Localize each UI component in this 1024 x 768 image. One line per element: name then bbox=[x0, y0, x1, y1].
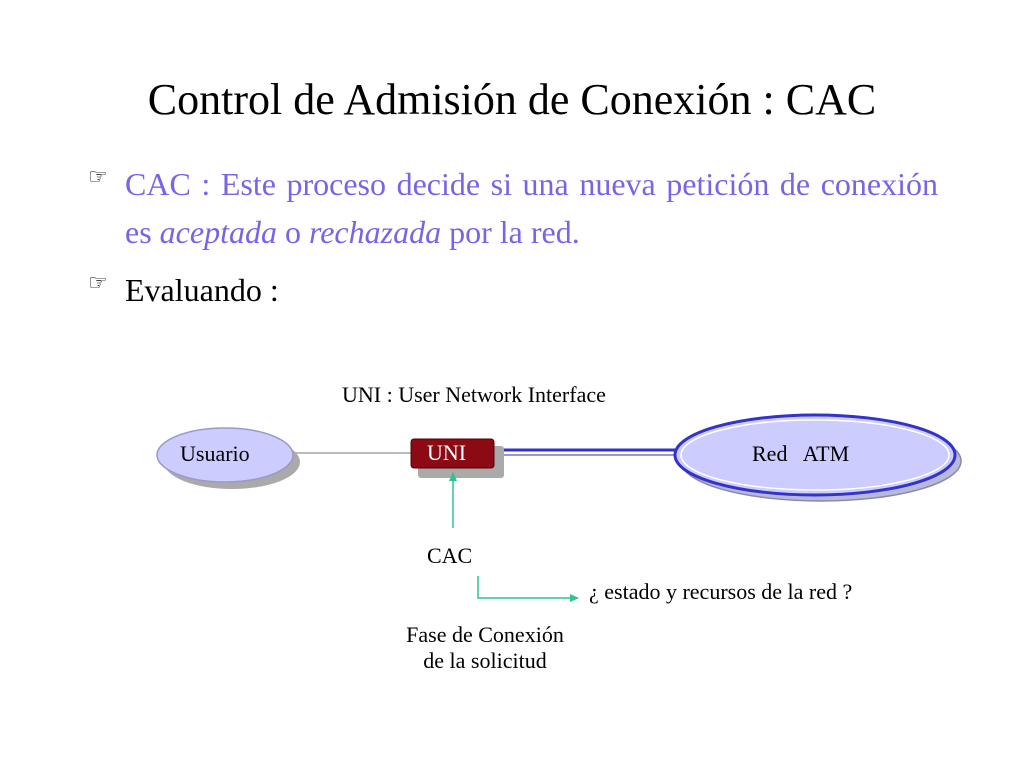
emphasis-aceptada: aceptada bbox=[159, 214, 277, 250]
slide-title: Control de Admisión de Conexión : CAC bbox=[147, 75, 877, 124]
bullet-cac-definition: ☞ CAC : Este proceso decide si una nueva… bbox=[88, 160, 938, 256]
uni-caption: UNI : User Network Interface bbox=[342, 382, 606, 407]
cac-to-query-arrow bbox=[477, 576, 579, 602]
connection-phase-label: Fase de Conexión de la solicitud bbox=[365, 622, 605, 674]
uni-box bbox=[410, 438, 495, 469]
bullet-text: Evaluando : bbox=[125, 272, 279, 308]
network-state-query-label: ¿ estado y recursos de la red ? bbox=[589, 579, 853, 604]
bullet-text-suffix: por la red. bbox=[441, 214, 580, 250]
connection-phase-line2: de la solicitud bbox=[423, 648, 547, 673]
uni-box-label: UNI bbox=[427, 440, 467, 465]
cac-label: CAC bbox=[427, 543, 473, 568]
connection-phase-line1: Fase de Conexión bbox=[406, 622, 564, 647]
bullet-text-mid: o bbox=[276, 214, 309, 250]
network-node-inner-ring bbox=[680, 419, 950, 491]
pointing-hand-icon: ☞ bbox=[88, 270, 108, 295]
network-node-label: Red ATM bbox=[752, 441, 850, 466]
network-node bbox=[673, 413, 957, 497]
user-node-label: Usuario bbox=[180, 441, 250, 466]
emphasis-rechazada: rechazada bbox=[308, 214, 442, 250]
bullet-text: CAC : Este proceso decide si una nueva p… bbox=[125, 160, 938, 256]
user-node bbox=[156, 427, 294, 483]
bullet-evaluando: ☞ Evaluando : bbox=[88, 266, 938, 314]
bullet-text-prefix: CAC : Este proceso decide si una nueva p… bbox=[125, 166, 938, 250]
pointing-hand-icon: ☞ bbox=[88, 164, 108, 189]
